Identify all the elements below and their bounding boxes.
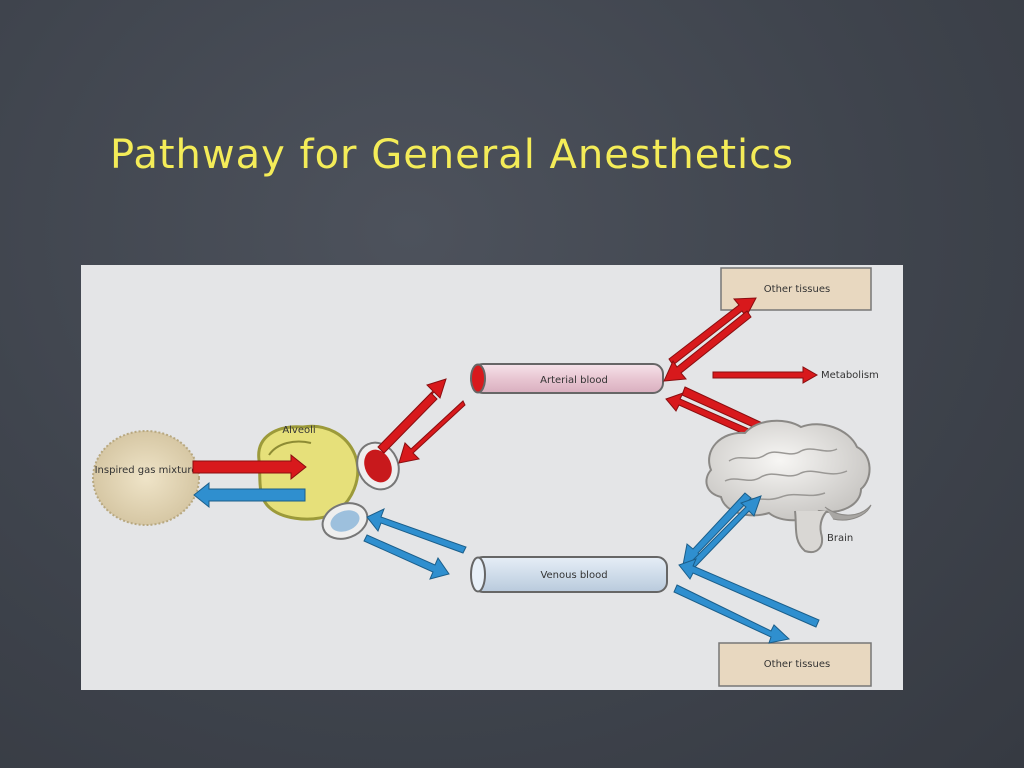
brain-label: Brain: [827, 533, 853, 544]
brain-node: Brain: [705, 419, 872, 553]
uptake-arrow-red: [192, 453, 307, 481]
brain-elimination-arrows: [682, 492, 762, 568]
tissue-elimination-arrows-bottom: [673, 558, 820, 644]
inspired-gas-label: Inspired gas mixture: [95, 465, 198, 476]
arterial-exchange-arrows: [377, 378, 466, 464]
inspired-gas-node: Inspired gas mixture: [92, 430, 200, 526]
alveoli-label: Alveoli: [282, 425, 315, 436]
anesthetic-pathway-diagram: Inspired gas mixture Alveoli Arterial bl…: [81, 265, 903, 690]
venous-blood-label: Venous blood: [540, 570, 607, 581]
slide-title: Pathway for General Anesthetics: [110, 132, 794, 178]
arterial-blood-vessel: Arterial blood: [470, 363, 664, 394]
venous-exchange-arrows: [363, 508, 467, 580]
metabolism-label: Metabolism: [821, 370, 879, 381]
gas-exchange-arrows: [192, 453, 307, 509]
venous-capillary: [321, 502, 369, 540]
arterial-blood-label: Arterial blood: [540, 375, 608, 386]
venous-blood-vessel: Venous blood: [470, 556, 668, 593]
tissue-uptake-arrows-top: [663, 297, 757, 382]
metabolism-arrow: Metabolism: [712, 366, 879, 384]
elimination-arrow-blue: [193, 481, 306, 509]
other-tissues-top-node: Other tissues: [720, 267, 872, 311]
other-tissues-bottom-label: Other tissues: [764, 659, 830, 670]
diagram-canvas: Inspired gas mixture Alveoli Arterial bl…: [92, 267, 879, 687]
other-tissues-top-label: Other tissues: [764, 284, 830, 295]
arterial-capillary: [356, 441, 400, 491]
other-tissues-bottom-node: Other tissues: [718, 642, 872, 687]
